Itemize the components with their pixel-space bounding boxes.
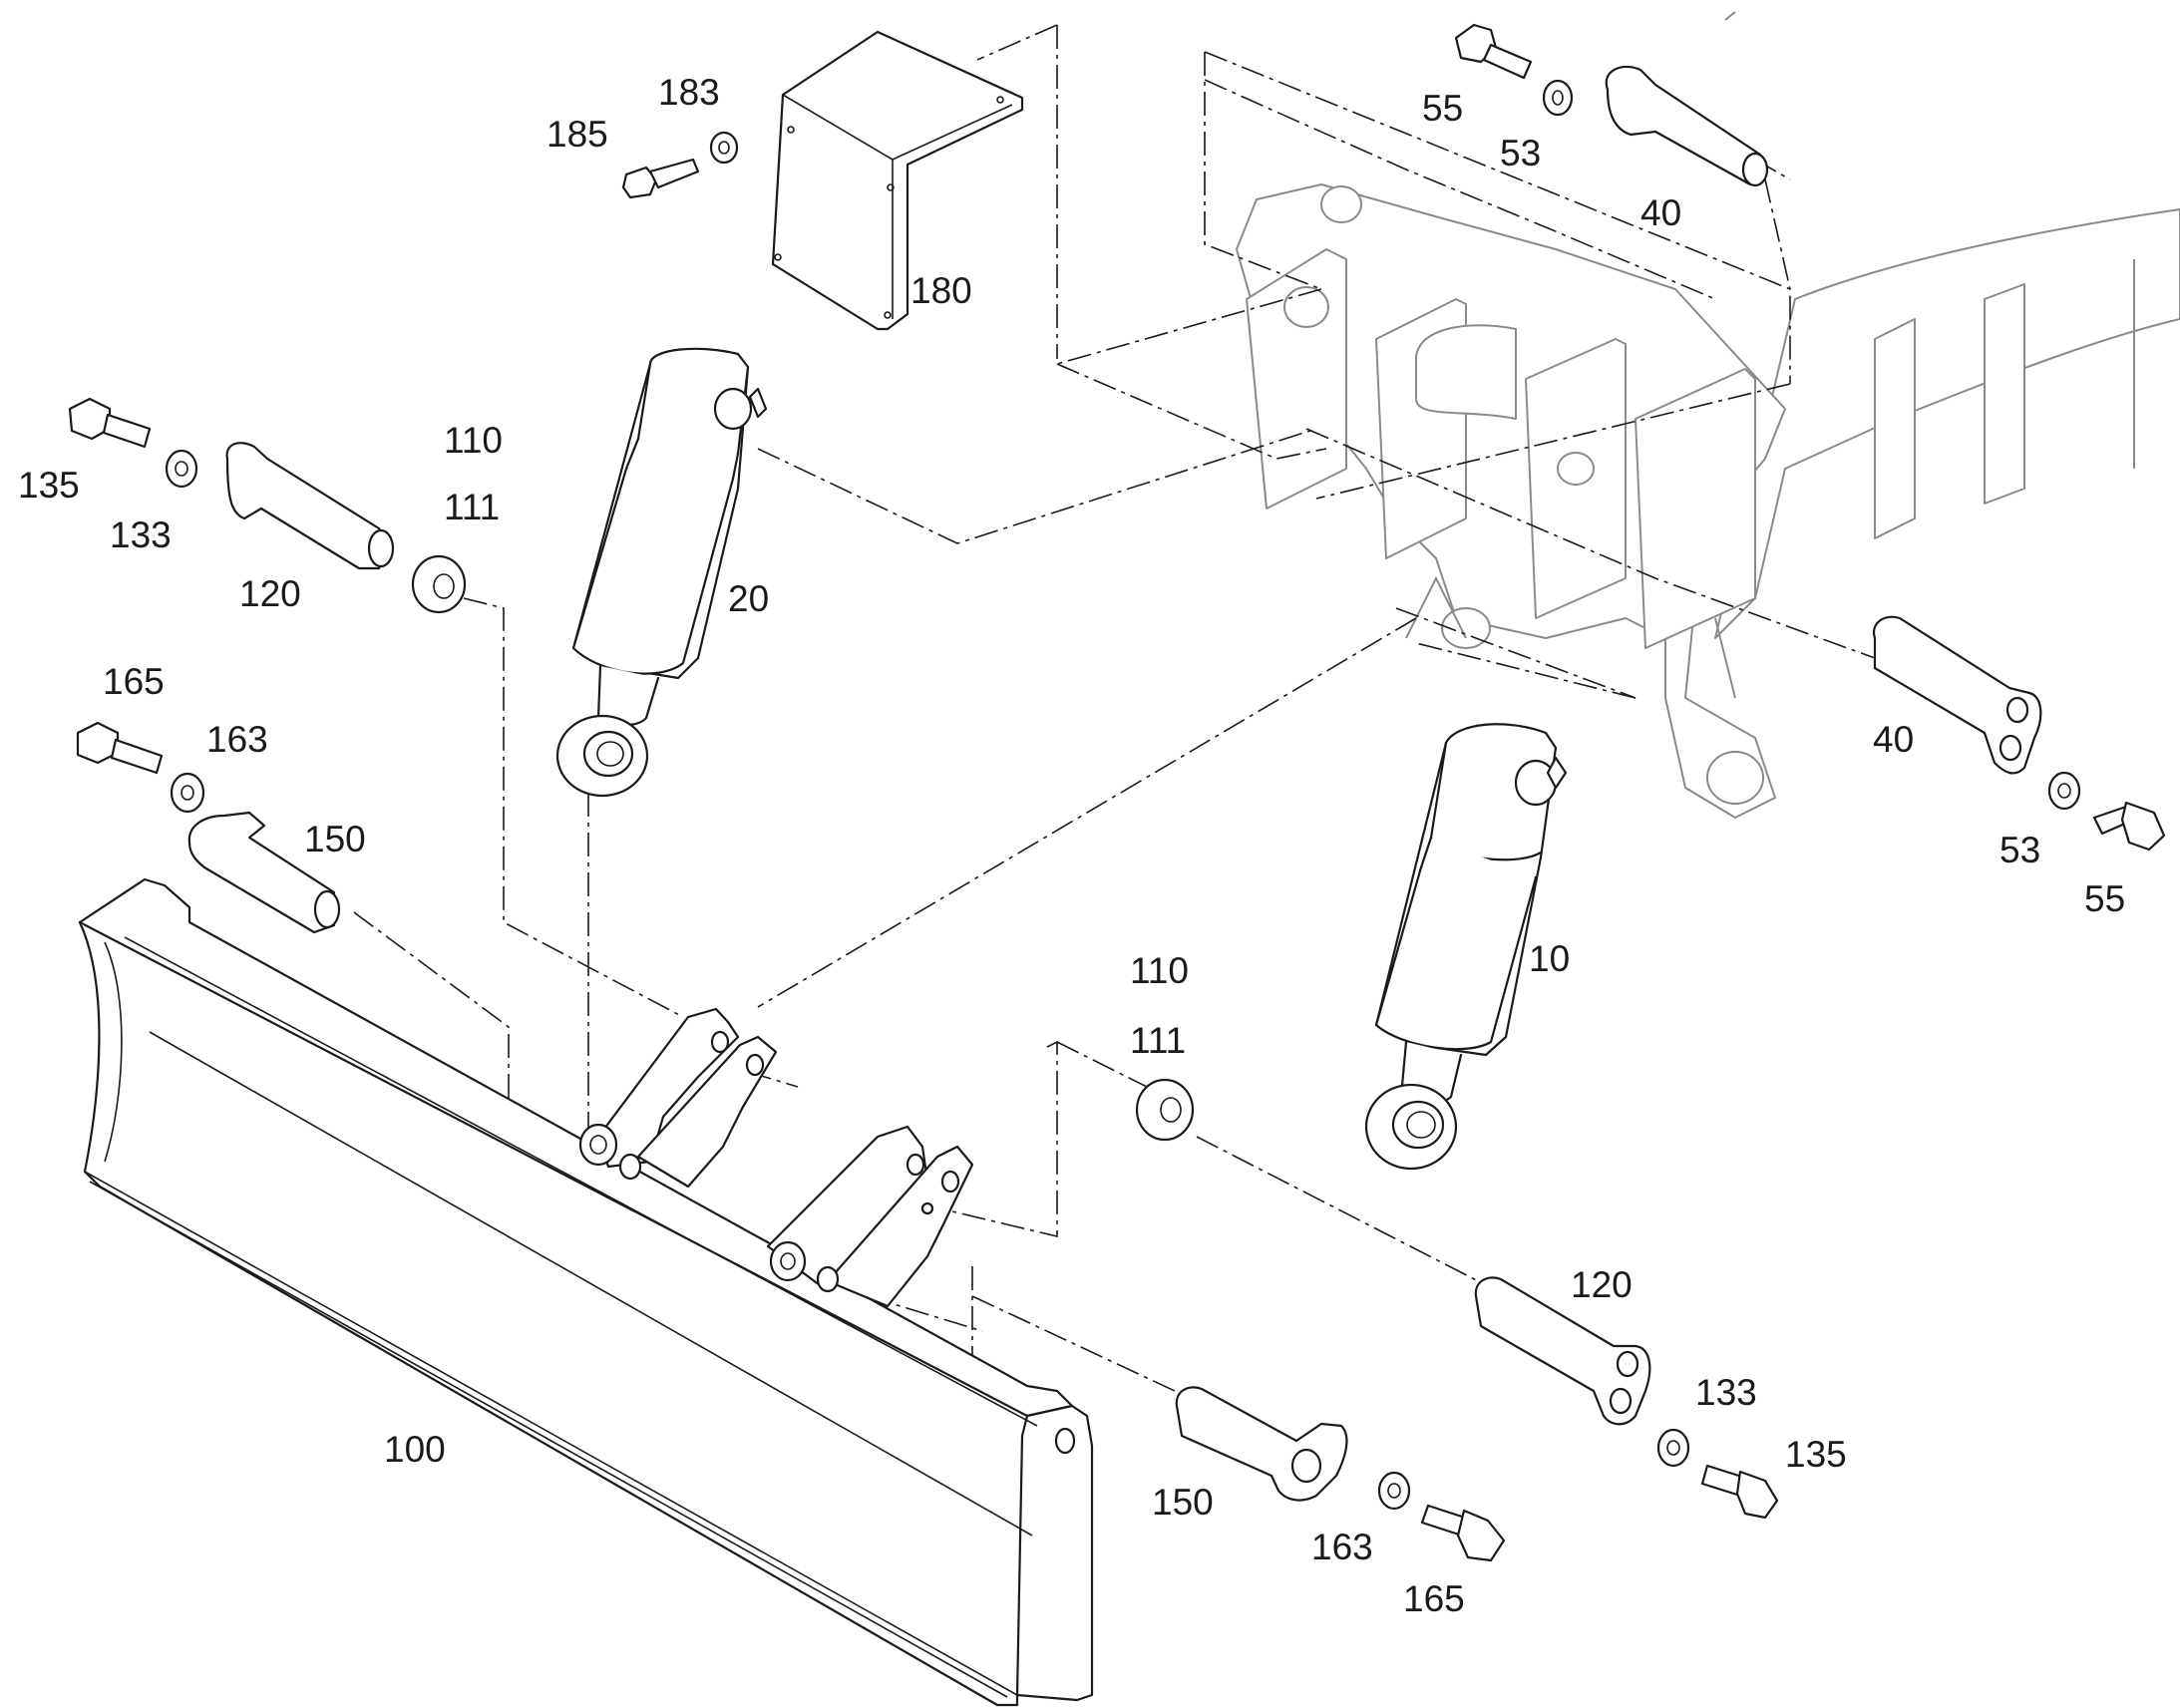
callout-111-upper: 111 [444, 487, 501, 527]
bolt-55-top [1454, 23, 1533, 80]
pin-40-right [1872, 615, 2042, 775]
washer-133-right [1656, 1428, 1690, 1468]
washer-53-top [1542, 79, 1574, 117]
callout-55-top: 55 [1422, 88, 1464, 129]
callout-120-right: 120 [1571, 1264, 1633, 1305]
callout-100: 100 [384, 1429, 446, 1470]
callout-180: 180 [910, 270, 972, 311]
washer-163-left [170, 772, 205, 814]
washer-110-111-left [411, 554, 467, 614]
callout-185: 185 [546, 114, 608, 155]
callout-183: 183 [658, 72, 720, 113]
callout-135-left: 135 [18, 465, 80, 506]
callout-111-lower: 111 [1130, 1020, 1187, 1061]
callout-163-left: 163 [206, 719, 268, 760]
bolt-165-right [1420, 1504, 1506, 1562]
washer-163-right [1377, 1471, 1411, 1511]
callout-165-right: 165 [1403, 1578, 1465, 1619]
cylinder-10 [1364, 723, 1568, 1171]
washer-133-left [165, 449, 198, 489]
callout-53-top: 53 [1500, 133, 1542, 173]
callout-110-lower: 110 [1130, 950, 1189, 991]
bolt-135-right [1700, 1464, 1779, 1520]
callout-165-left: 165 [103, 661, 165, 702]
bolt-55-right [2092, 801, 2166, 852]
pin-120-left [225, 442, 395, 570]
pin-120-right [1474, 1276, 1651, 1426]
pin-150-right [1175, 1386, 1348, 1502]
callout-150-right: 150 [1152, 1482, 1214, 1523]
callout-133-right: 133 [1695, 1372, 1757, 1413]
callout-133-left: 133 [110, 514, 172, 555]
blade-100 [78, 877, 1094, 1707]
washer-183 [709, 131, 739, 165]
pin-150-left [187, 811, 341, 934]
callout-135-right: 135 [1785, 1434, 1847, 1475]
bolt-165-left [76, 721, 164, 775]
cover-plate-180 [771, 30, 1024, 331]
callout-10: 10 [1529, 938, 1571, 979]
callout-110-upper: 110 [444, 420, 503, 461]
cylinder-20 [555, 347, 768, 798]
washer-53-right [2047, 771, 2081, 811]
callout-20: 20 [728, 578, 770, 619]
bolt-135-left [68, 397, 152, 449]
washer-110-111-right [1135, 1078, 1195, 1142]
pin-40-top [1605, 65, 1769, 187]
callout-53-right: 53 [1999, 830, 2041, 870]
callout-163-right: 163 [1311, 1527, 1373, 1567]
callout-55-right: 55 [2084, 878, 2126, 919]
callout-40-top: 40 [1640, 192, 1682, 233]
callout-150-left: 150 [304, 819, 366, 859]
bolt-185 [621, 158, 700, 199]
callout-40-right: 40 [1873, 719, 1915, 760]
callout-120-left: 120 [239, 573, 301, 614]
